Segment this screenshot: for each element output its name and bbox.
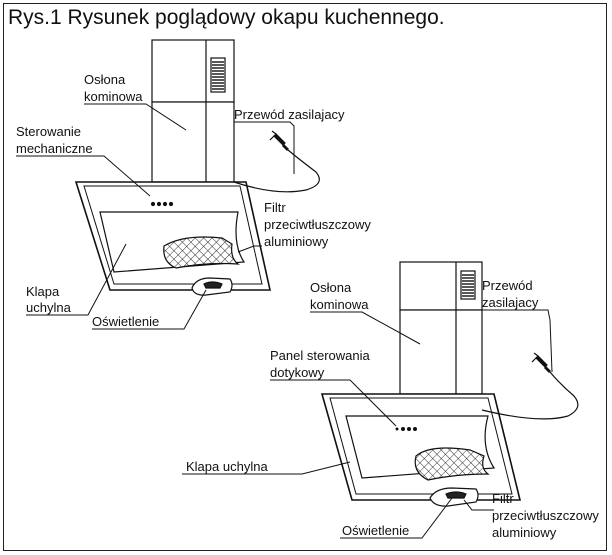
hood-bottom-illustration (320, 261, 579, 507)
label-bottom-touch-panel-line2: dotykowy (270, 365, 325, 380)
label-bottom-chimney-cover-line2: kominowa (310, 297, 369, 312)
label-bottom-chimney-cover-line1: Osłona (310, 280, 352, 295)
hood-top-leaders (16, 103, 295, 330)
label-bottom-lighting: Oświetlenie (342, 523, 410, 538)
hood-top-control-buttons (150, 201, 174, 207)
label-top-power-cord: Przewód zasilajacy (234, 107, 345, 122)
label-bottom-filter-line2: przeciwtłuszczowy (492, 508, 599, 523)
hood-bottom-touch-buttons (395, 427, 417, 431)
label-bottom-power-cord-line1: Przewód (482, 278, 533, 293)
label-top-lighting: Oświetlenie (92, 314, 160, 329)
hood-top-filter (163, 236, 240, 269)
label-bottom-filter-line1: Filtr (492, 491, 514, 506)
label-top-filter-line2: przeciwtłuszczowy (264, 217, 371, 232)
hood-bottom-filter (414, 447, 490, 481)
label-top-mechanical-control-line1: Sterowanie (16, 124, 82, 139)
figure-title: Rys.1 Rysunek poglądowy okapu kuchennego… (8, 6, 445, 29)
hood-bottom-chimney-upper (399, 261, 483, 311)
label-top-tilting-flap-line1: Klapa (26, 284, 60, 299)
label-bottom-filter-line3: aluminiowy (492, 525, 557, 540)
label-top-chimney-cover-line1: Osłona (84, 72, 126, 87)
hood-top-power-cord (233, 149, 320, 193)
label-bottom-power-cord-line2: zasilajacy (482, 295, 539, 310)
label-top-tilting-flap-line2: uchylna (26, 300, 71, 315)
hood-bottom-leaders (182, 309, 553, 539)
label-bottom-tilting-flap: Klapa uchylna (186, 459, 268, 474)
hood-top-illustration (74, 39, 320, 296)
label-top-mechanical-control-line2: mechaniczne (16, 141, 93, 156)
label-top-chimney-cover-line2: kominowa (84, 89, 143, 104)
hood-bottom-chimney-lower (399, 309, 483, 395)
label-top-filter-line1: Filtr (264, 200, 286, 215)
hood-top-vent-grille (210, 57, 226, 93)
label-bottom-touch-panel-line1: Panel sterowania (270, 348, 370, 363)
figure-frame (3, 3, 607, 551)
label-top-filter-line3: aluminiowy (264, 234, 329, 249)
hood-bottom-vent-grille (460, 270, 476, 300)
hood-top-chimney-lower (151, 101, 235, 183)
hood-bottom-power-cord (481, 371, 579, 420)
